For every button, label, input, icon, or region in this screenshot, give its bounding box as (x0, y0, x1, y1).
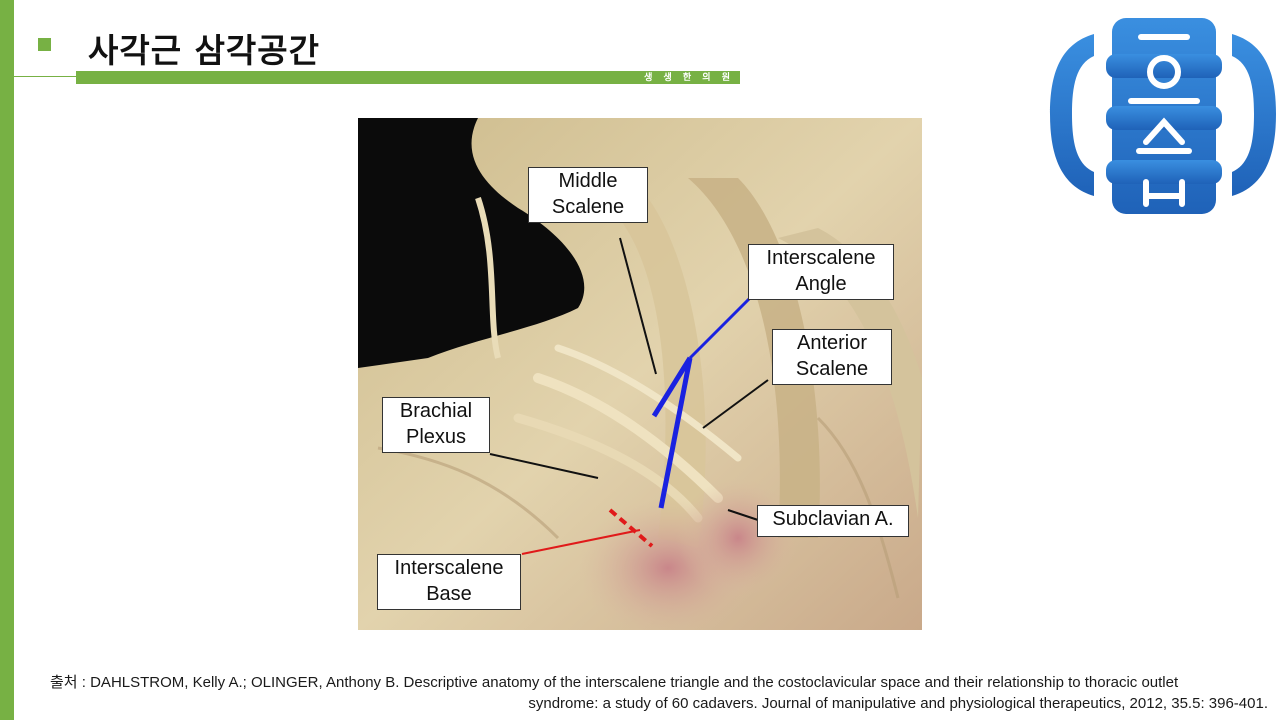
title-underline-bar: 생 생 한 의 원 (76, 71, 740, 84)
leader-middle-scalene (619, 237, 657, 375)
hospital-logo-icon (1046, 14, 1280, 214)
label-middle-scalene: Middle Scalene (528, 167, 648, 223)
base-leader-line (521, 529, 641, 555)
label-interscalene-base: Interscalene Base (377, 554, 521, 610)
left-accent-bar (0, 0, 14, 720)
angle-line-left (651, 356, 693, 418)
title-bullet-icon (38, 38, 51, 51)
citation-line-1: 출처 : DAHLSTROM, Kelly A.; OLINGER, Antho… (50, 674, 1179, 691)
angle-leader-line (688, 296, 752, 360)
leader-brachial-plexus (489, 453, 599, 479)
slide-title: 사각근 삼각공간 (88, 31, 321, 70)
leader-subclavian (727, 509, 759, 521)
angle-line-right (658, 357, 693, 509)
citation-line-2: syndrome: a study of 60 cadavers. Journa… (528, 695, 1268, 712)
label-subclavian: Subclavian A. (757, 505, 909, 537)
label-interscalene-angle: Interscalene Angle (748, 244, 894, 300)
clinic-name: 생 생 한 의 원 (644, 73, 734, 83)
leader-anterior-scalene (702, 379, 769, 429)
base-dashed-line (608, 508, 654, 548)
label-anterior-scalene: Anterior Scalene (772, 329, 892, 385)
title-underline-thin (14, 76, 76, 77)
label-brachial-plexus: Brachial Plexus (382, 397, 490, 453)
